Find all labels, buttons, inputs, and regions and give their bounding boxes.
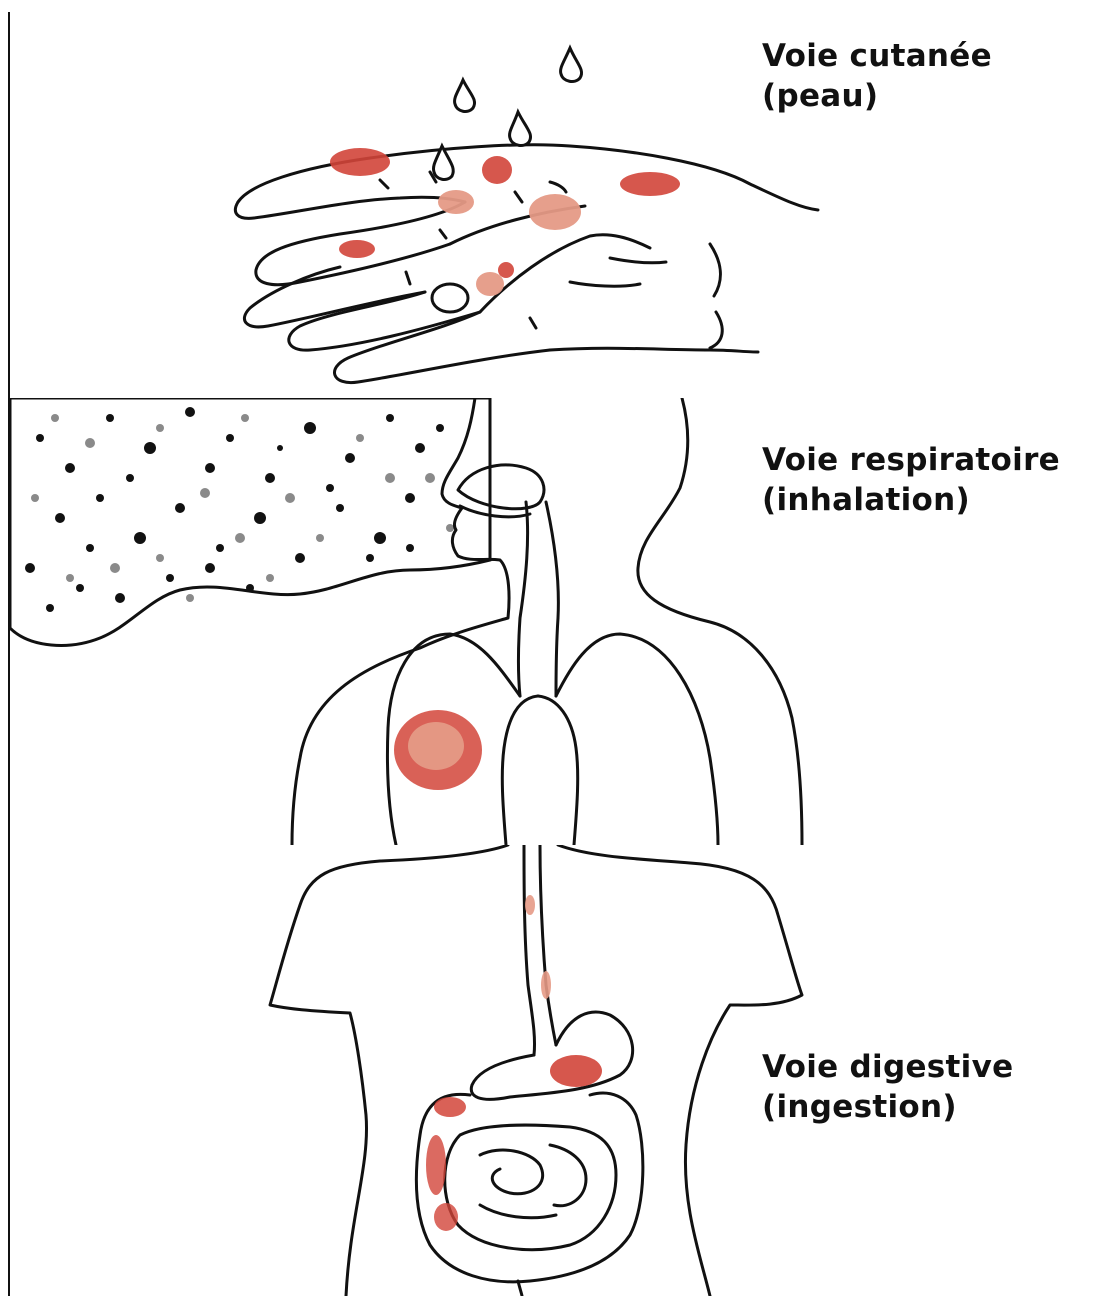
drop-3 [510,112,531,145]
route-label: Voie cutanée (peau) [762,36,992,116]
route-title: Voie respiratoire [762,440,1060,480]
route-subtitle: (peau) [762,76,992,116]
skin-lesions [330,148,680,278]
route-title: Voie cutanée [762,36,992,76]
route-subtitle: (inhalation) [762,480,1060,520]
digestive-lesions [426,895,602,1231]
route-title: Voie digestive [762,1047,1013,1087]
drop-2 [561,48,582,81]
drop-1 [455,80,475,111]
dust-cloud [10,398,490,645]
panel-digestive-route: Voie digestive (ingestion) [10,845,1101,1296]
route-subtitle: (ingestion) [762,1087,1013,1127]
panel-respiratory-route: Voie respiratoire (inhalation) [10,398,1101,845]
route-label: Voie respiratoire (inhalation) [762,440,1060,520]
panel-skin-route: Voie cutanée (peau) [10,12,1101,398]
lung-lesion [394,710,482,790]
route-label: Voie digestive (ingestion) [762,1047,1013,1127]
